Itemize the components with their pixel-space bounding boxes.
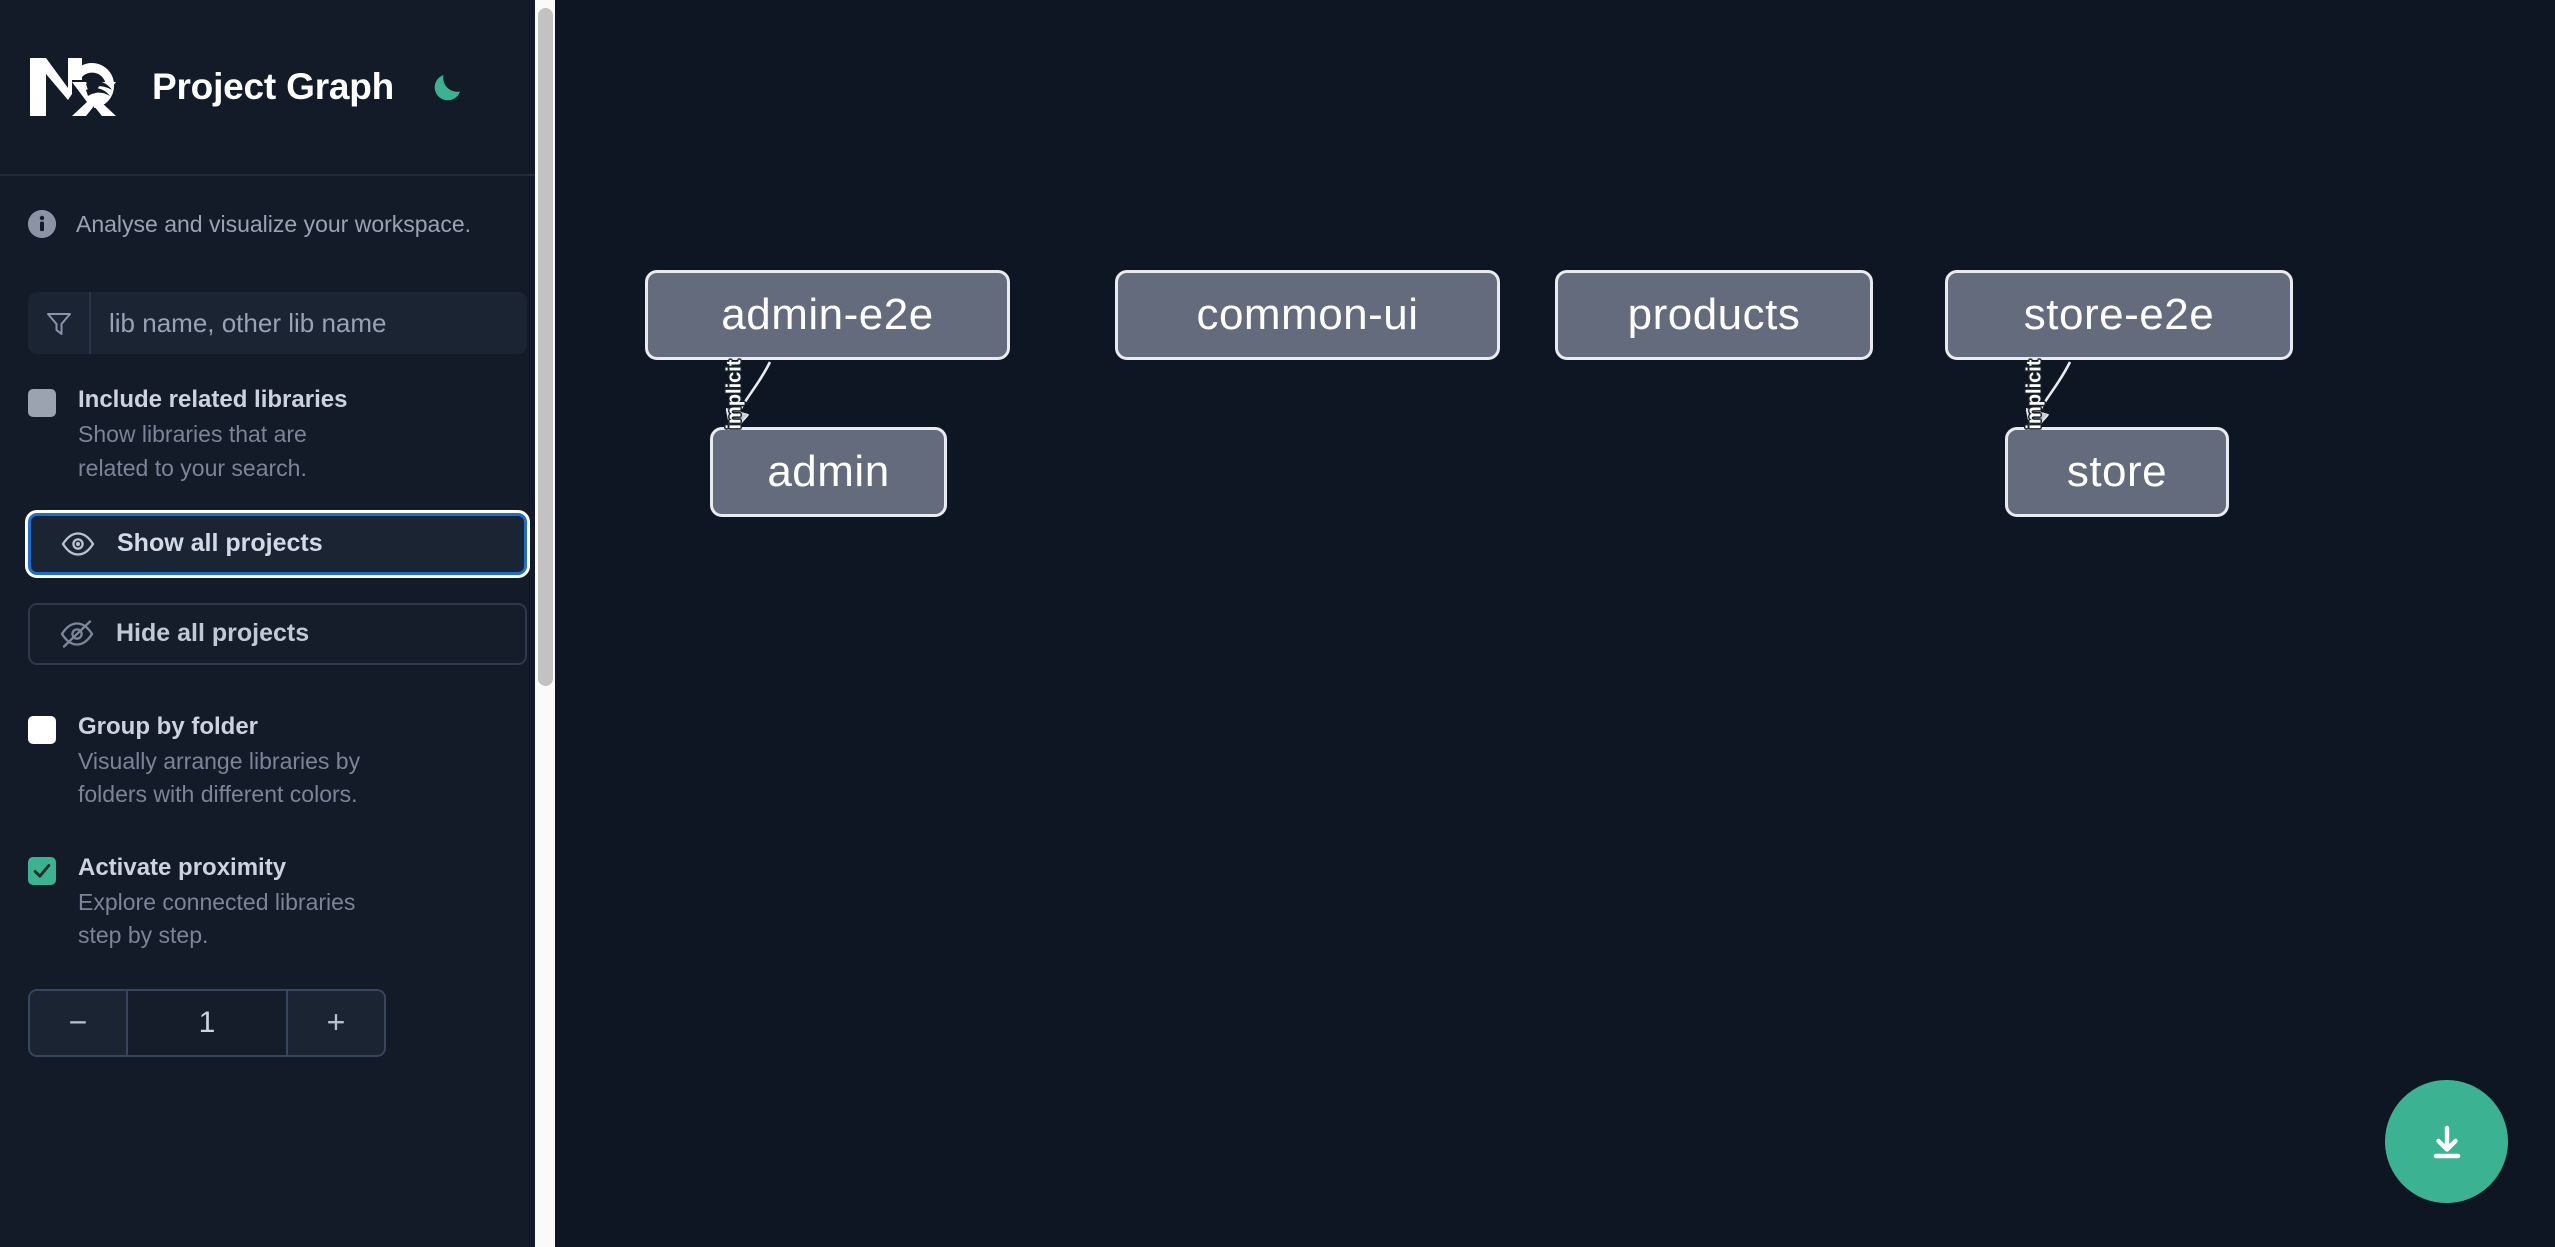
proximity-decrement-button[interactable]: − <box>30 990 128 1055</box>
proximity-stepper[interactable]: − 1 + <box>28 988 386 1057</box>
download-button[interactable] <box>2385 1080 2508 1203</box>
sidebar-body: Include related libraries Show libraries… <box>0 292 555 1057</box>
option-description: Explore connected libraries step by step… <box>78 888 356 949</box>
hide-all-projects-label: Hide all projects <box>116 619 310 648</box>
search-input[interactable] <box>91 292 527 354</box>
app-title: Project Graph <box>152 66 395 107</box>
graph-node-common-ui[interactable]: common-ui <box>1115 270 1500 360</box>
info-circle-icon <box>28 210 56 238</box>
graph-node-products[interactable]: products <box>1555 270 1873 360</box>
group-by-folder-checkbox[interactable] <box>28 715 56 744</box>
sidebar: Project Graph Analyse and visualize your… <box>0 0 555 1247</box>
graph-edges-layer <box>555 361 2072 1247</box>
edge-store-e2e-to-store <box>2033 361 2072 428</box>
option-description: Show libraries that are related to your … <box>78 421 307 481</box>
proximity-value: 1 <box>128 990 286 1055</box>
option-text: Include related libraries Show libraries… <box>78 384 378 485</box>
sidebar-scrollbar-thumb[interactable] <box>538 8 553 686</box>
search-field-wrapper[interactable] <box>28 292 527 354</box>
eye-off-icon <box>60 617 94 651</box>
sidebar-tagline: Analyse and visualize your workspace. <box>0 176 555 272</box>
option-description: Visually arrange libraries by folders wi… <box>78 748 361 808</box>
option-text: Activate proximity Explore connected lib… <box>78 852 378 953</box>
nx-logo-icon <box>28 56 120 118</box>
option-title: Include related libraries <box>78 386 348 413</box>
moon-icon[interactable] <box>424 63 472 111</box>
edge-admin-e2e-to-admin <box>733 361 772 428</box>
graph-node-admin[interactable]: admin <box>710 427 947 517</box>
sidebar-scrollbar[interactable] <box>535 0 555 1247</box>
download-icon <box>2433 1125 2460 1158</box>
graph-node-admin-e2e[interactable]: admin-e2e <box>645 270 1010 360</box>
proximity-increment-button[interactable]: + <box>286 990 384 1055</box>
show-all-projects-button[interactable]: Show all projects <box>28 512 527 575</box>
option-include-related-libraries[interactable]: Include related libraries Show libraries… <box>28 384 527 485</box>
graph-node-store-e2e[interactable]: store-e2e <box>1945 270 2293 360</box>
option-title: Activate proximity <box>78 853 287 881</box>
graph-canvas[interactable]: admin-e2e admin common-ui products store… <box>555 0 2555 1247</box>
sidebar-header: Project Graph <box>0 0 555 176</box>
include-related-libraries-checkbox[interactable] <box>28 389 56 417</box>
tagline-text: Analyse and visualize your workspace. <box>76 210 472 237</box>
filter-funnel-icon <box>28 292 91 354</box>
option-activate-proximity[interactable]: Activate proximity Explore connected lib… <box>28 852 527 953</box>
show-all-projects-label: Show all projects <box>117 529 323 558</box>
graph-node-store[interactable]: store <box>2005 427 2229 517</box>
option-group-by-folder[interactable]: Group by folder Visually arrange librari… <box>28 711 527 812</box>
eye-icon <box>61 527 95 561</box>
option-title: Group by folder <box>78 712 258 740</box>
option-text: Group by folder Visually arrange librari… <box>78 711 378 812</box>
hide-all-projects-button[interactable]: Hide all projects <box>28 602 527 665</box>
activate-proximity-checkbox[interactable] <box>28 856 56 885</box>
